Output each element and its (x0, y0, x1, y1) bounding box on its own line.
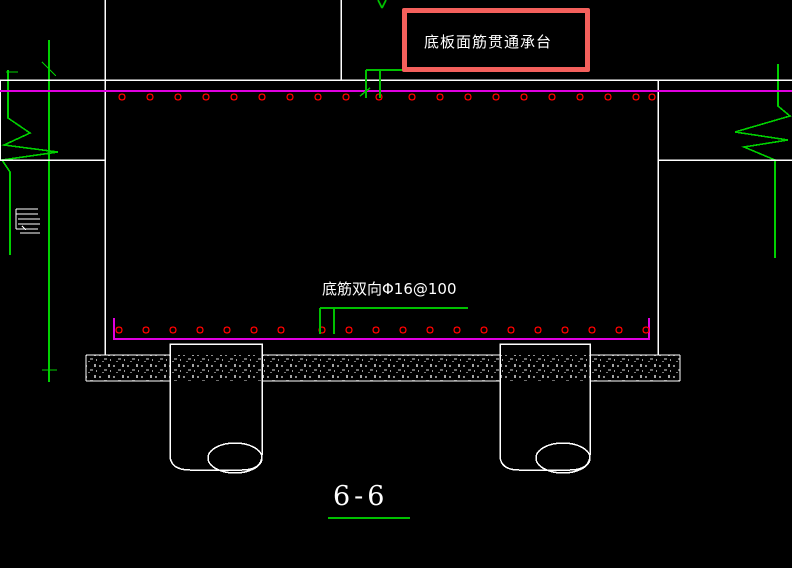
pile-cap-outline (0, 79, 792, 356)
bottom-rebar-dots (115, 326, 650, 334)
annotation-text-top: 底板面筋贯通承台 (424, 33, 553, 51)
bottom-rebar-line (113, 318, 650, 340)
annotation-text-bottom: 底筋双向Φ16@100 (322, 280, 457, 298)
break-line-left (0, 70, 59, 255)
pile-left (169, 343, 263, 474)
pile-right (499, 343, 591, 474)
bottom-callout-leader (319, 307, 468, 334)
cushion-layer (85, 354, 681, 382)
break-line-right (734, 64, 792, 258)
axis-lines (6, 40, 57, 382)
top-rebar-dots (118, 93, 656, 101)
annotation-highlight-box (402, 8, 590, 72)
upper-wall (104, 0, 342, 81)
elevation-hatch-symbol (15, 208, 40, 234)
section-title: 6-6 (333, 481, 389, 512)
